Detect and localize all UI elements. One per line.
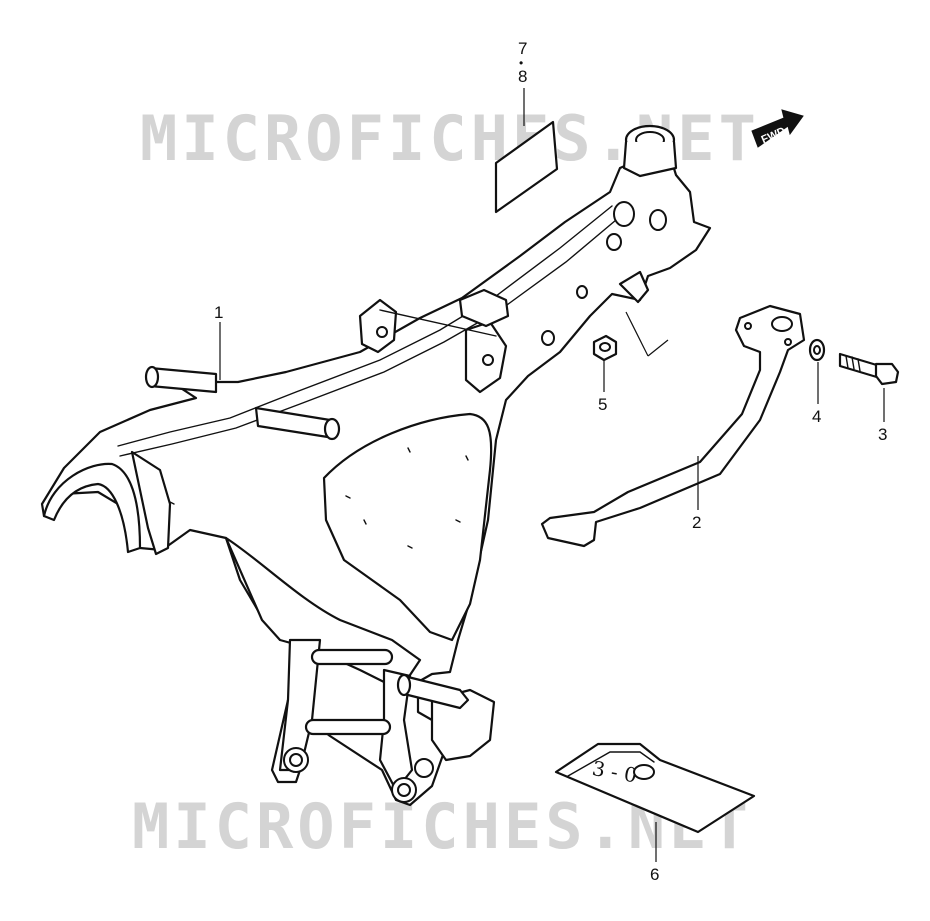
callout-1: 1 xyxy=(214,303,223,322)
side-stand-icon xyxy=(540,304,806,548)
callout-8: 8 xyxy=(518,67,527,86)
callout-7: 7 xyxy=(518,39,527,58)
callout-5: 5 xyxy=(598,395,607,414)
leader-frame-lug xyxy=(625,311,649,357)
leader-frame-lug-b xyxy=(647,339,669,357)
plate-icon: 3 - 0 xyxy=(554,742,756,834)
callout-6: 6 xyxy=(650,865,659,884)
callout-7-8-separator: • xyxy=(519,56,523,70)
washer-icon xyxy=(808,338,826,362)
nut-icon xyxy=(592,334,618,362)
callout-4: 4 xyxy=(812,407,821,426)
bolt-icon xyxy=(838,352,900,386)
label-sticker-icon xyxy=(494,120,559,214)
frame-body-icon xyxy=(40,124,712,807)
callout-2: 2 xyxy=(692,513,701,532)
callout-3: 3 xyxy=(878,425,887,444)
